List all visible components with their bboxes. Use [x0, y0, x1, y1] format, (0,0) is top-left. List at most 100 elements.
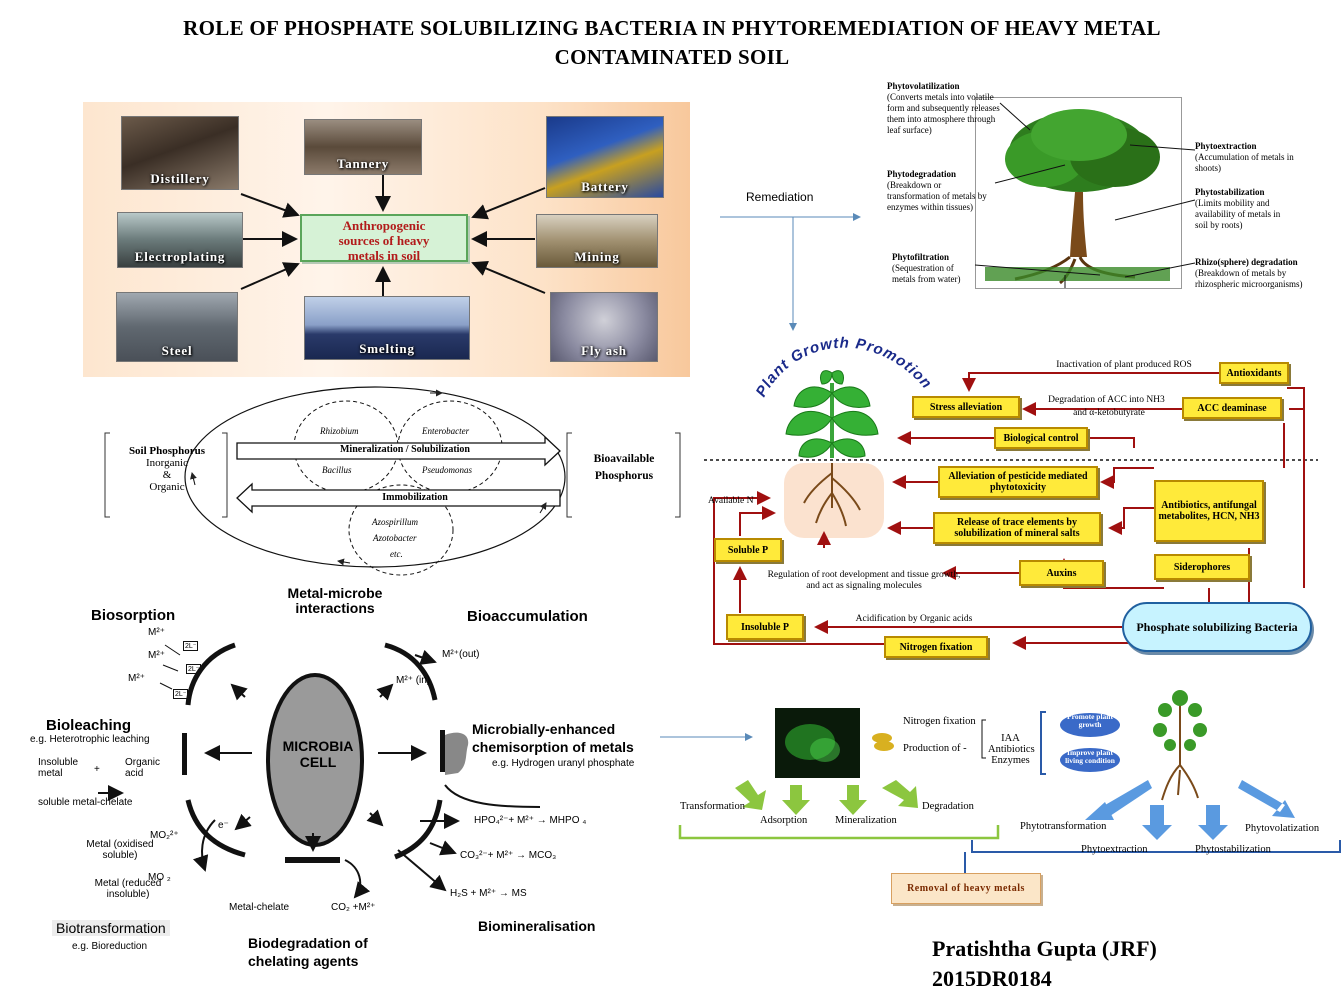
phytovolatilization-desc: (Converts metals into volatile form and …	[887, 92, 1000, 135]
bottom-right-graphics	[660, 690, 1341, 875]
chemisorption-label: Microbially-enhanced chemisorption of me…	[472, 721, 634, 755]
metal-microbe-title: Metal-microbe interactions	[287, 585, 383, 616]
soluble-chelate-label: soluble metal-chelate	[38, 797, 133, 808]
tannery-label: Tannery	[336, 156, 390, 171]
phytotransformation-label: Phytotransformation	[1020, 821, 1107, 832]
phosphorus-cycle-panel: Soil Phosphorus Inorganic & Organic Bioa…	[100, 385, 690, 580]
rhizodegradation-name: Rhizo(sphere) degradation	[1195, 257, 1298, 267]
enterobacter-label: Enterobacter	[422, 426, 470, 436]
acc-deaminase-box: ACC deaminase	[1182, 397, 1282, 419]
electron-label: e⁻	[218, 820, 229, 831]
available-n-label: Available N	[708, 496, 754, 506]
acidification-label: Acidification by Organic acids	[855, 614, 973, 624]
etc-label: etc.	[390, 549, 403, 559]
m2-label-3: M²⁺	[128, 673, 145, 684]
auxins-box: Auxins	[1019, 560, 1104, 586]
soluble-p-box: Soluble P	[714, 538, 782, 562]
co2-label: CO₂ +M²⁺	[331, 902, 376, 913]
mo2-top-label: MO₂²⁺	[150, 830, 179, 841]
bioaccumulation-label: Bioaccumulation	[467, 608, 588, 625]
microbial-cell-line-1: MICROBIA	[282, 738, 354, 754]
phytofiltration-name: Phytofiltration	[892, 252, 949, 262]
removal-box: Removal of heavy metals	[891, 873, 1041, 904]
products-list: IAA Antibiotics Enzymes	[988, 733, 1035, 766]
m-out-label: M²⁺(out)	[442, 649, 480, 660]
mineralization-label: Mineralization / Solubilization	[339, 444, 470, 455]
biological-control-box: Biological control	[994, 427, 1088, 449]
biomineralisation-label: Biomineralisation	[478, 918, 596, 934]
immobilization-label: Immobilization	[382, 492, 448, 503]
bioleaching-example: e.g. Heterotrophic leaching	[30, 734, 150, 745]
metal-reduced-label: Metal (reduced insoluble)	[94, 878, 162, 900]
equation-sulfide: H₂S + M²⁺ → MS	[450, 888, 527, 899]
pgp-graphics: Plant Growth Promotion	[704, 335, 1318, 650]
microbial-cell-line-2: CELL	[299, 754, 337, 770]
rhizodegradation-desc: (Breakdown of metals by rhizospheric mic…	[1195, 268, 1303, 289]
page-title: ROLE OF PHOSPHATE SOLUBILIZING BACTERIA …	[40, 14, 1304, 72]
bioleaching-label: Bioleaching	[46, 717, 132, 734]
author-name: Pratishtha Gupta (JRF)	[932, 936, 1157, 961]
phytostabilization-desc: (Limits mobility and availability of met…	[1195, 198, 1281, 230]
smelting-photo: Smelting	[304, 296, 470, 360]
nitrogen-fixation-label: Nitrogen fixation	[903, 716, 976, 727]
chemisorption-example: e.g. Hydrogen uranyl phosphate	[492, 758, 635, 769]
phytostabilization-note: Phytostabilization (Limits mobility and …	[1195, 187, 1295, 231]
remediation-label: Remediation	[746, 190, 814, 204]
bioavailable-phosphorus: Bioavailable Phosphorus	[574, 451, 674, 485]
regulation-label: Regulation of root development and tissu…	[767, 570, 961, 591]
insoluble-metal-label: Insoluble metal	[38, 757, 79, 779]
steel-label: Steel	[161, 343, 193, 358]
anthropogenic-sources-panel: Distillery Tannery Battery Electroplatin…	[83, 102, 690, 377]
phytostabilization-name: Phytostabilization	[1195, 187, 1265, 197]
acc-degradation-label: Degradation of ACC into NH3	[1048, 395, 1165, 405]
title-line-1: ROLE OF PHOSPHATE SOLUBILIZING BACTERIA …	[183, 16, 1161, 40]
siderophores-box: Siderophores	[1154, 554, 1250, 580]
l-box-1: 2L⁻	[183, 641, 199, 651]
rhizodegradation-note: Rhizo(sphere) degradation (Breakdown of …	[1195, 257, 1325, 290]
insoluble-p-box: Insoluble P	[726, 614, 804, 640]
soil-phosphorus-title: Soil Phosphorus	[128, 445, 206, 457]
phytovolatization-label: Phytovolatization	[1245, 823, 1320, 834]
acc-degradation-label-2: and α-ketobutyrate	[1073, 408, 1145, 418]
pgp-panel: Plant Growth Promotion	[704, 298, 1318, 658]
tannery-photo: Tannery	[304, 119, 422, 175]
anthropogenic-line-1: Anthropogenic	[342, 218, 426, 233]
plus-sign: +	[94, 764, 100, 775]
fly-ash-label: Fly ash	[581, 343, 627, 358]
steel-photo: Steel	[116, 292, 238, 362]
mining-label: Mining	[574, 249, 620, 264]
mineralization-label-2: Mineralization	[835, 815, 897, 826]
equation-phosphate: HPO₄²⁻+ M²⁺ → MHPO ₄	[474, 815, 587, 826]
transformation-label: Transformation	[680, 801, 745, 812]
rhizobium-label: Rhizobium	[320, 426, 359, 436]
azotobacter-label: Azotobacter	[373, 533, 417, 543]
pseudomonas-label: Pseudomonas	[422, 465, 472, 475]
soil-phosphorus-and: &	[162, 469, 172, 481]
antibiotics-box: Antibiotics, antifungal metabolites, HCN…	[1154, 480, 1264, 542]
biotransformation-label: Biotransformation	[52, 920, 170, 936]
phytoextraction-note: Phytoextraction (Accumulation of metals …	[1195, 141, 1295, 174]
anthropogenic-line-2: sources of heavy	[338, 233, 430, 248]
bacillus-label: Bacillus	[322, 465, 352, 475]
biosorption-label: Biosorption	[91, 607, 176, 624]
m-in-label: M²⁺ (in)	[396, 675, 431, 686]
author-id: 2015DR0184	[932, 966, 1052, 991]
title-line-2: CONTAMINATED SOIL	[554, 45, 790, 69]
soil-phosphorus-group: Soil Phosphorus Inorganic & Organic	[112, 445, 222, 493]
microbial-cell: MICROBIA CELL	[270, 738, 366, 770]
phytovolatilization-note: Phytovolatilization (Converts metals int…	[887, 81, 1002, 136]
remediation-connector	[720, 213, 861, 331]
stress-alleviation-box: Stress alleviation	[912, 396, 1020, 418]
phosphorus-cycle-graphics	[104, 386, 681, 576]
promote-growth-badge: Promote plant growth	[1067, 712, 1113, 729]
antioxidants-box: Antioxidants	[1219, 362, 1289, 384]
degradation-label: Degradation	[922, 801, 974, 812]
product-iaa: IAA	[1001, 733, 1020, 744]
phytoextraction-label-2: Phytoextraction	[1081, 844, 1148, 855]
product-antibiotics: Antibiotics	[988, 744, 1035, 755]
metal-chelate-label: Metal-chelate	[229, 902, 290, 913]
trace-elements-box: Release of trace elements by solubilizat…	[933, 512, 1101, 544]
pesticide-box: Alleviation of pesticide mediated phytot…	[938, 466, 1098, 498]
anthropogenic-center-box: Anthropogenic sources of heavy metals in…	[300, 214, 468, 263]
bioavailable-line-2: Phosphorus	[594, 470, 654, 482]
